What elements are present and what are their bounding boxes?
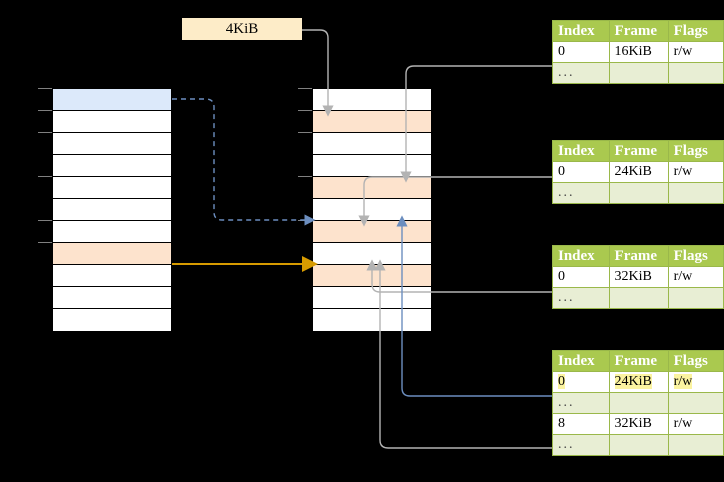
virtual-page-row[interactable] (53, 155, 171, 177)
physical-column-tick (298, 264, 312, 265)
cell-flags (667, 182, 724, 204)
table-header-row: Index Frame Flags (552, 20, 724, 42)
cell-frame (608, 182, 669, 204)
physical-frame-row[interactable] (313, 309, 431, 331)
table-row[interactable]: 0 16KiB r/w (552, 41, 724, 63)
table-row[interactable]: ... (552, 182, 724, 204)
page-size-label-text: 4KiB (225, 20, 259, 37)
virtual-page-row[interactable] (53, 133, 171, 155)
cell-frame (608, 287, 669, 309)
table-row[interactable]: ... (552, 287, 724, 309)
virtual-page-row[interactable] (53, 243, 171, 265)
virtual-column-tick (38, 220, 52, 221)
column-header-index: Index (552, 350, 610, 372)
physical-frame-row[interactable] (313, 177, 431, 199)
page-size-label: 4KiB (182, 18, 302, 40)
cell-index: ... (552, 287, 610, 309)
table-row[interactable]: ... (552, 62, 724, 84)
column-header-frame: Frame (608, 245, 669, 267)
virtual-page-row[interactable] (53, 199, 171, 221)
physical-frame-row[interactable] (313, 155, 431, 177)
virtual-column-tick (38, 88, 52, 89)
physical-column-tick (298, 220, 312, 221)
cell-flags: r/w (667, 266, 724, 288)
cell-flags (667, 392, 724, 414)
virtual-page-row[interactable] (53, 287, 171, 309)
cell-flags: r/w (667, 413, 724, 435)
column-header-flags: Flags (667, 140, 724, 162)
page-table-4[interactable]: Index Frame Flags 0 24KiB r/w ... 8 32Ki… (552, 350, 724, 456)
cell-frame: 24KiB (608, 371, 669, 393)
wire-virtual-to-physical-dashed (172, 98, 316, 226)
cell-flags: r/w (667, 161, 724, 183)
physical-frame-row[interactable] (313, 111, 431, 133)
table-row[interactable]: ... (552, 392, 724, 414)
physical-column-tick (298, 132, 312, 133)
table-row[interactable]: 0 24KiB r/w (552, 161, 724, 183)
physical-memory-column (312, 88, 432, 331)
column-header-frame: Frame (608, 140, 669, 162)
cell-flags (667, 434, 724, 456)
cell-frame: 24KiB (608, 161, 669, 183)
cell-frame: 32KiB (608, 266, 669, 288)
page-table-3[interactable]: Index Frame Flags 0 32KiB r/w ... (552, 245, 724, 309)
column-header-index: Index (552, 245, 610, 267)
virtual-page-row[interactable] (53, 89, 171, 111)
table-header-row: Index Frame Flags (552, 350, 724, 372)
cell-frame: 32KiB (608, 413, 669, 435)
virtual-page-row[interactable] (53, 111, 171, 133)
physical-frame-row[interactable] (313, 287, 431, 309)
table-row[interactable]: 0 32KiB r/w (552, 266, 724, 288)
virtual-column-tick (38, 132, 52, 133)
table-header-row: Index Frame Flags (552, 140, 724, 162)
virtual-page-row[interactable] (53, 221, 171, 243)
column-header-frame: Frame (608, 20, 669, 42)
column-header-index: Index (552, 140, 610, 162)
virtual-column-tick (38, 110, 52, 111)
physical-frame-row[interactable] (313, 265, 431, 287)
virtual-page-row[interactable] (53, 309, 171, 331)
virtual-address-space-column (52, 88, 172, 331)
cell-frame: 16KiB (608, 41, 669, 63)
table-header-row: Index Frame Flags (552, 245, 724, 267)
physical-column-tick (298, 110, 312, 111)
physical-frame-row[interactable] (313, 199, 431, 221)
cell-index: ... (552, 62, 610, 84)
page-table-1[interactable]: Index Frame Flags 0 16KiB r/w ... (552, 20, 724, 84)
cell-frame (608, 392, 669, 414)
physical-frame-row[interactable] (313, 221, 431, 243)
cell-index: 0 (552, 41, 610, 63)
virtual-column-tick (38, 242, 52, 243)
table-row[interactable]: ... (552, 434, 724, 456)
table-row[interactable]: 8 32KiB r/w (552, 413, 724, 435)
cell-index: 0 (552, 161, 610, 183)
column-header-flags: Flags (667, 245, 724, 267)
cell-flags: r/w (667, 371, 724, 393)
cell-index: ... (552, 392, 610, 414)
table-row-highlighted[interactable]: 0 24KiB r/w (552, 371, 724, 393)
column-header-frame: Frame (608, 350, 669, 372)
physical-frame-row[interactable] (313, 89, 431, 111)
cell-frame (608, 62, 669, 84)
physical-column-tick (298, 176, 312, 177)
cell-index: ... (552, 182, 610, 204)
column-header-flags: Flags (667, 20, 724, 42)
column-header-flags: Flags (667, 350, 724, 372)
cell-flags (667, 287, 724, 309)
cell-index: 0 (552, 371, 610, 393)
physical-frame-row[interactable] (313, 133, 431, 155)
cell-index: 0 (552, 266, 610, 288)
virtual-page-row[interactable] (53, 177, 171, 199)
page-table-2[interactable]: Index Frame Flags 0 24KiB r/w ... (552, 140, 724, 204)
cell-flags (667, 62, 724, 84)
physical-frame-row[interactable] (313, 243, 431, 265)
physical-column-tick (298, 88, 312, 89)
virtual-page-row[interactable] (53, 265, 171, 287)
cell-frame (608, 434, 669, 456)
column-header-index: Index (552, 20, 610, 42)
cell-index: 8 (552, 413, 610, 435)
cell-flags: r/w (667, 41, 724, 63)
cell-index: ... (552, 434, 610, 456)
virtual-column-tick (38, 176, 52, 177)
